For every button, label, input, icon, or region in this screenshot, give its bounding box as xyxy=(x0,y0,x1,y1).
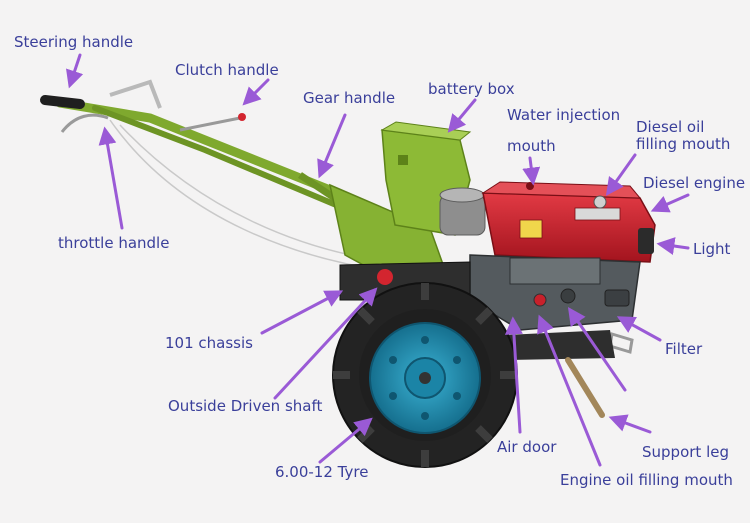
arrow-light xyxy=(656,237,690,255)
label-air-door: Air door xyxy=(497,438,557,456)
arrow-support-leg xyxy=(608,414,652,434)
label-steering-handle: Steering handle xyxy=(14,33,134,51)
label-support-leg: Support leg xyxy=(642,443,729,461)
arrow-steering-handle xyxy=(66,53,84,89)
label-battery-box: battery box xyxy=(428,80,515,98)
label-gear-handle: Gear handle xyxy=(303,89,396,107)
label-water-injection-line1: Water injection xyxy=(507,106,621,124)
air-cleaner-part xyxy=(439,187,486,236)
arrow-diesel-oil xyxy=(605,153,637,196)
arrow-tyre xyxy=(318,417,373,464)
arrow-air-door xyxy=(504,316,523,434)
arrow-outside-driven-shaft xyxy=(273,287,378,400)
pointer-arrows xyxy=(66,53,690,467)
label-water-injection-line2: mouth xyxy=(507,137,556,155)
arrow-battery-box xyxy=(447,98,477,133)
arrow-water-injection xyxy=(522,156,541,186)
label-101-chassis: 101 chassis xyxy=(165,334,253,352)
label-filter: Filter xyxy=(665,340,703,358)
arrow-filter xyxy=(616,316,662,342)
arrow-101-chassis xyxy=(260,290,344,335)
tractor-body xyxy=(40,79,656,468)
clutch-lever xyxy=(179,116,241,132)
label-throttle-handle: throttle handle xyxy=(58,234,170,252)
label-diesel-engine: Diesel engine xyxy=(643,174,746,192)
label-diesel-oil-line2: filling mouth xyxy=(636,135,731,153)
steering-grip xyxy=(40,95,85,109)
label-clutch-handle: Clutch handle xyxy=(175,61,279,79)
label-tyre: 6.00-12 Tyre xyxy=(275,463,369,481)
diesel-engine-part xyxy=(481,181,656,263)
arrow-gear-handle xyxy=(317,113,347,179)
arrow-throttle-handle xyxy=(98,126,124,230)
crankcase-part xyxy=(469,254,641,354)
label-outside-driven-shaft: Outside Driven shaft xyxy=(168,397,323,415)
arrow-clutch-handle xyxy=(242,78,270,106)
label-diesel-oil-line1: Diesel oil xyxy=(636,118,705,136)
wheel-part xyxy=(332,282,518,468)
label-light: Light xyxy=(693,240,731,258)
arrow-diesel-engine xyxy=(650,193,690,213)
support-leg-part xyxy=(565,357,605,418)
label-engine-oil-filling-mouth: Engine oil filling mouth xyxy=(560,471,733,489)
arrow-engine-oil-filling xyxy=(537,314,602,467)
arrow-engine-oil-filling-2 xyxy=(567,307,627,392)
